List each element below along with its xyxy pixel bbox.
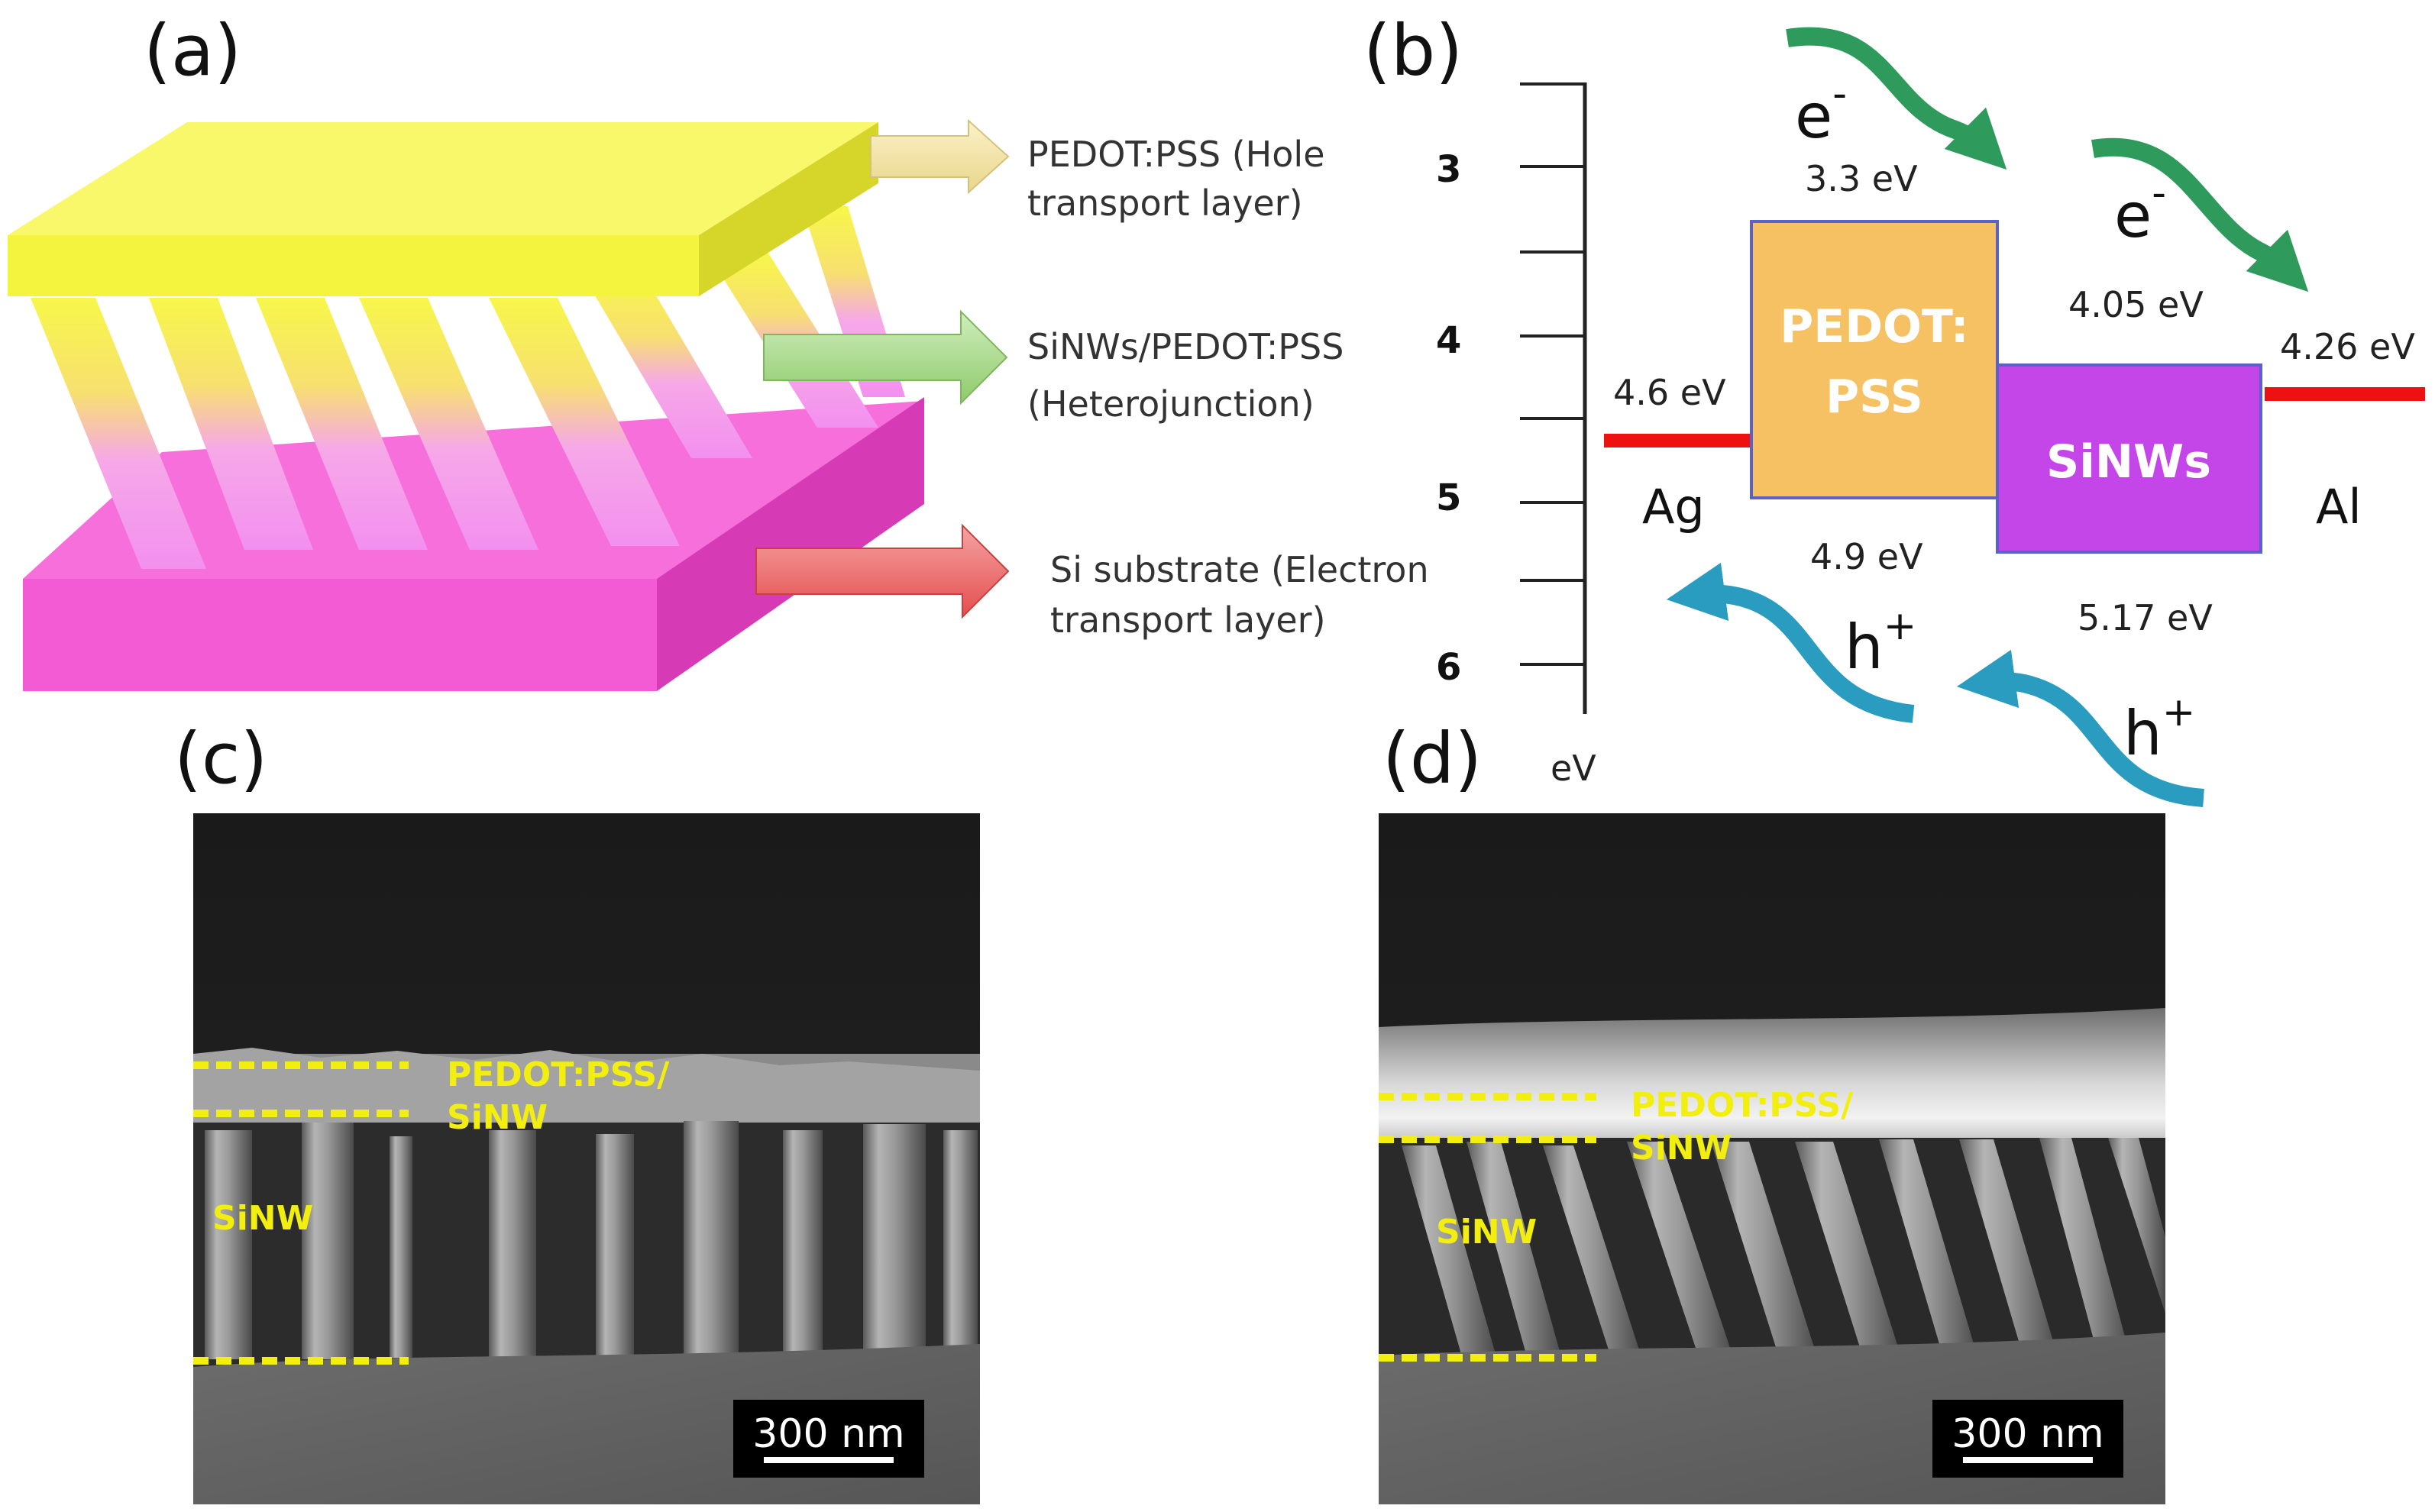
sem-d-interface-label-line2: SiNW [1631,1129,1732,1168]
legend-substrate-line2: transport layer) [1050,599,1326,641]
legend-hole-line1: PEDOT:PSS (Hole [1027,134,1325,175]
sem-c-interface-label-line1: PEDOT:PSS/ [447,1055,670,1094]
tick-6: 6 [1436,646,1461,689]
sinw-box-label: SiNWs [2046,435,2211,489]
panel-label-c: (c) [174,718,267,800]
pedot-band-box [1750,220,1999,499]
top-plate-top [8,122,878,235]
electron-label-1: e- [1795,71,1847,152]
legend-heterojunction-line2: (Heterojunction) [1027,383,1315,425]
layer-arrow-heterojunction [763,309,1008,405]
al-energy-label: 4.26 eV [2280,326,2415,367]
schematic-device [8,122,924,691]
legend-hole-line2: transport layer) [1027,183,1303,224]
sem-image-c [193,813,980,1504]
al-label: Al [2316,479,2362,535]
sem-c-wire-label: SiNW [212,1199,313,1238]
sem-d-wire-label: SiNW [1436,1213,1537,1252]
energy-axis [1520,82,1587,714]
panel-label-d: (d) [1382,718,1482,800]
nanowire [256,298,428,550]
pedot-bottom-energy: 4.9 eV [1810,536,1923,577]
pedot-top-energy: 3.3 eV [1805,158,1918,199]
nanowire [359,298,538,550]
tick-3: 3 [1436,148,1461,191]
tick-5: 5 [1436,477,1461,519]
pedot-box-label-line1: PEDOT: [1780,300,1968,354]
legend-heterojunction-line1: SiNWs/PEDOT:PSS [1027,326,1344,367]
ag-level-line [1604,434,1753,447]
hole-label-2: h+ [2123,690,2195,769]
tick-4: 4 [1436,319,1461,362]
top-plate-side [699,122,878,296]
hole-arrow-1 [1666,562,1915,723]
layer-arrow-substrate [755,523,1010,619]
sem-d-interface-label-line1: PEDOT:PSS/ [1631,1086,1854,1125]
legend-substrate-line1: Si substrate (Electron [1050,549,1429,590]
top-plate-front [8,235,699,296]
sinw-bottom-energy: 5.17 eV [2078,597,2213,638]
hole-arrow-2 [1956,649,2204,807]
nanowire [149,298,313,550]
nanowire [31,298,206,569]
pedot-box-label-line2: PSS [1825,370,1923,424]
sem-c-interface-label-line2: SiNW [447,1098,548,1137]
nanowire [580,271,752,458]
substrate-side [657,397,924,691]
layer-arrow-hole [870,118,1010,195]
sinw-band-box [1996,363,2262,554]
electron-arrow-2 [2091,137,2309,292]
sinw-top-energy: 4.05 eV [2068,284,2204,325]
nanowire [489,298,680,546]
sem-d-scale-label: 300 nm [1952,1411,2104,1457]
ag-energy-label: 4.6 eV [1613,372,1726,413]
electron-arrow-1 [1786,27,2007,170]
ag-label: Ag [1642,479,1705,535]
electron-label-2: e- [2114,170,2166,251]
panel-label-b: (b) [1363,10,1463,92]
sem-c-scale-label: 300 nm [752,1411,904,1457]
axis-unit-label: eV [1551,748,1596,789]
substrate-front [23,579,657,691]
al-level-line [2265,387,2425,401]
panel-label-a: (a) [144,10,241,92]
hole-label-1: h+ [1845,603,1916,683]
sem-image-d [1379,813,2165,1504]
